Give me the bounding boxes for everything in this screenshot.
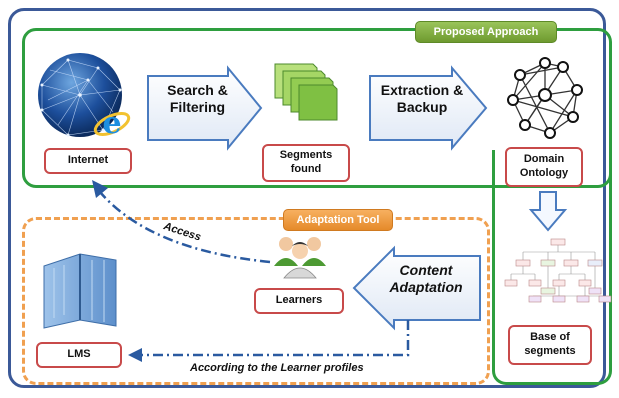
adaptation-tool-tag: Adaptation Tool xyxy=(283,209,393,231)
content-adaptation-label: Content Adaptation xyxy=(389,262,463,295)
learners-node: Learners xyxy=(254,288,344,314)
book-folder-icon xyxy=(43,253,117,329)
content-adaptation-arrow xyxy=(352,245,481,331)
network-graph-icon xyxy=(507,57,583,139)
globe-internet-explorer-icon: e xyxy=(38,53,131,141)
internet-node: Internet xyxy=(44,148,132,174)
lms-node: LMS xyxy=(36,342,122,368)
people-group-icon xyxy=(274,237,326,279)
according-label: According to the Learner profiles xyxy=(190,362,364,374)
extraction-backup-label: Extraction & Backup xyxy=(380,82,464,115)
proposed-approach-frame xyxy=(22,28,612,188)
tree-diagram-icon xyxy=(504,238,612,303)
proposed-approach-frame-extension xyxy=(492,150,612,385)
search-filtering-arrow xyxy=(147,65,263,151)
document-stack-icon xyxy=(274,63,338,121)
adaptation-tool-frame xyxy=(22,217,490,385)
extraction-backup-arrow xyxy=(369,65,488,151)
segments-found-node: Segments found xyxy=(262,144,350,182)
outer-frame xyxy=(8,8,606,388)
search-filtering-label: Search & Filtering xyxy=(167,82,228,115)
ontology-to-base-arrow xyxy=(528,191,568,232)
domain-ontology-node: Domain Ontology xyxy=(505,147,583,187)
base-of-segments-node: Base of segments xyxy=(508,325,592,365)
proposed-approach-tag: Proposed Approach xyxy=(415,21,557,43)
svg-text:e: e xyxy=(102,106,121,141)
